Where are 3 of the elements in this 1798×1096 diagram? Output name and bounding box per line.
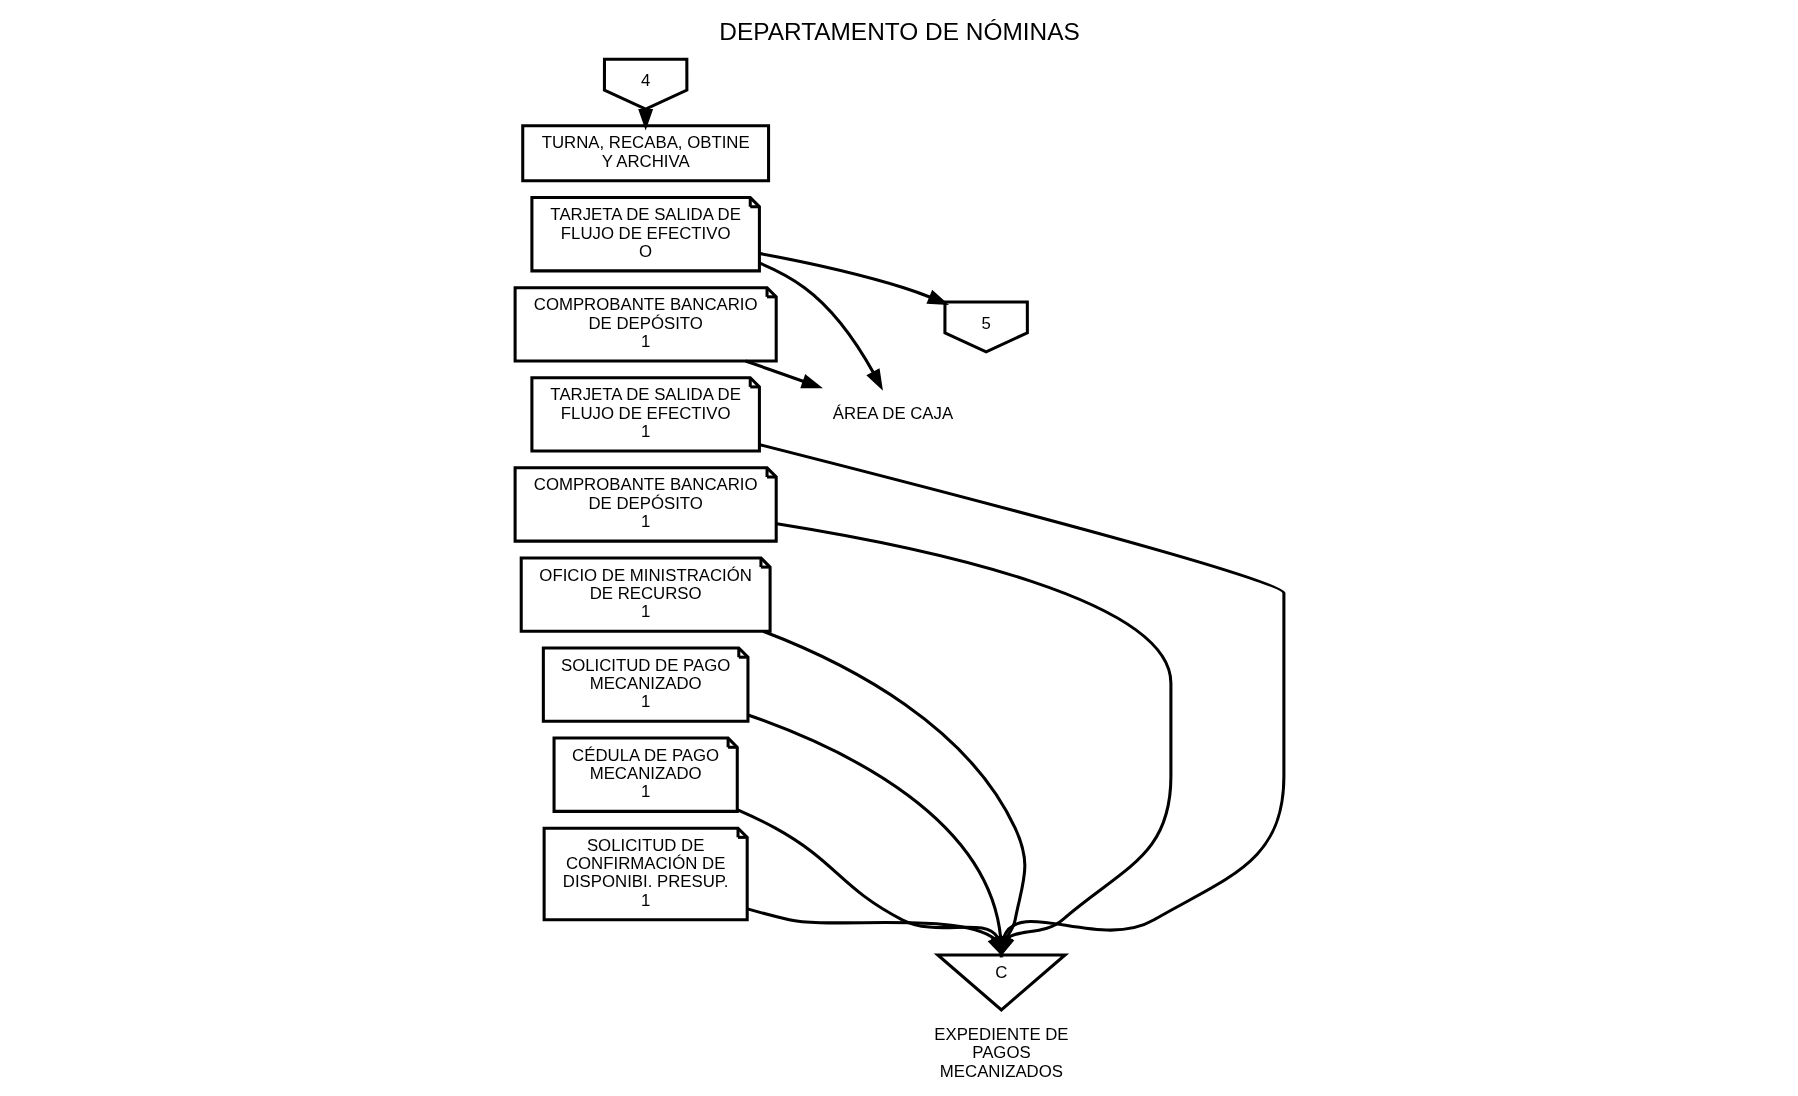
node-text: ÁREA DE CAJA: [832, 403, 953, 423]
diagram-title: DEPARTAMENTO DE NÓMINAS: [718, 18, 1080, 46]
node-label: EXPEDIENTE DE PAGOS MECANIZADOS: [933, 1025, 1069, 1081]
